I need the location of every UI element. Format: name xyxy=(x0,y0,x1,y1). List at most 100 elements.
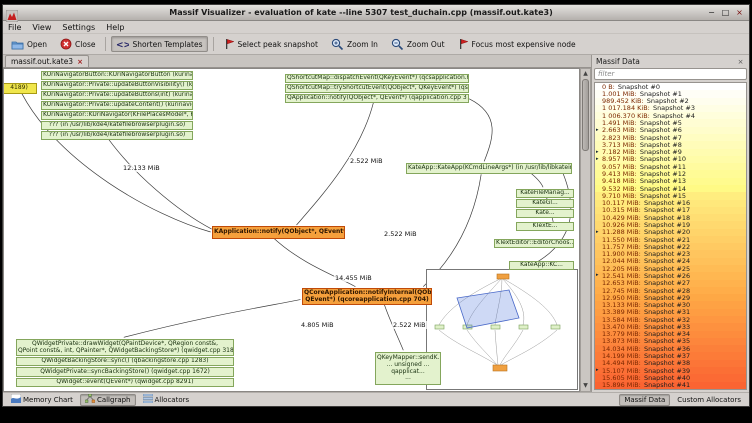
snapshot-item[interactable]: 14.034 MiB: Snapshot #36 xyxy=(595,345,746,353)
expand-arrow-icon[interactable]: ▸ xyxy=(596,367,599,374)
snapshot-item[interactable]: 989.452 KiB: Snapshot #2 xyxy=(595,97,746,105)
snapshot-item[interactable]: 10.926 MiB: Snapshot #19 xyxy=(595,221,746,229)
graph-node[interactable]: QKeyMapper::sendK...... unsigned ...qapp… xyxy=(375,352,441,385)
snapshot-item[interactable]: 1 017.184 KiB: Snapshot #3 xyxy=(595,104,746,113)
snapshot-item[interactable]: 9.413 MiB: Snapshot #12 xyxy=(595,170,746,178)
snapshot-item[interactable]: 1 006.370 KiB: Snapshot #4 xyxy=(595,112,746,120)
titlebar[interactable]: Massif Visualizer - evaluation of kate -… xyxy=(3,5,749,22)
graph-node[interactable]: KateGl... xyxy=(516,199,574,208)
snapshot-item[interactable]: 13.389 MiB: Snapshot #31 xyxy=(595,308,746,316)
snapshot-item[interactable]: 1.001 MiB: Snapshot #1 xyxy=(595,90,746,98)
expand-arrow-icon[interactable]: ▸ xyxy=(596,272,599,279)
close-button[interactable]: × xyxy=(736,7,743,17)
tab-callgraph[interactable]: Callgraph xyxy=(79,393,136,406)
zoom-in-button[interactable]: Zoom In xyxy=(326,35,383,54)
graph-node[interactable]: QWidgetPrivate::syncBackingStore() (qwid… xyxy=(16,367,234,377)
graph-node[interactable]: KTextE... xyxy=(516,222,574,231)
graph-node[interactable]: KUriNavigator::Private::updateButtonVisi… xyxy=(41,81,193,90)
shorten-templates-button[interactable]: <>Shorten Templates xyxy=(111,36,208,52)
snapshot-item[interactable]: 3.713 MiB: Snapshot #8 xyxy=(595,141,746,149)
expand-arrow-icon[interactable]: ▸ xyxy=(596,155,599,162)
scroll-down-icon[interactable]: ▼ xyxy=(583,382,588,389)
graph-node[interactable]: QShortcutMap::tryShortcutEvent(QObject*,… xyxy=(285,84,469,93)
graph-node[interactable]: KUriNavigatorButton::KUriNavigatorButton… xyxy=(41,71,193,80)
snapshot-item[interactable]: 10.117 MiB: Snapshot #16 xyxy=(595,199,746,207)
snapshot-item[interactable]: 15.605 MiB: Snapshot #40 xyxy=(595,374,746,382)
snapshot-item[interactable]: 15.896 MiB: Snapshot #41 xyxy=(595,381,746,389)
tab-memory-chart[interactable]: Memory Chart xyxy=(6,393,78,406)
snapshot-item[interactable]: 12.745 MiB: Snapshot #28 xyxy=(595,286,746,295)
graph-node[interactable]: QApplication::notify(QObject*, QEvent*) … xyxy=(285,94,469,103)
snapshot-item[interactable]: ▸7.182 MiB: Snapshot #9 xyxy=(595,148,746,156)
snapshot-item[interactable]: 12.653 MiB: Snapshot #27 xyxy=(595,279,746,287)
tab-massif-data[interactable]: Massif Data xyxy=(619,393,671,406)
menu-view[interactable]: View xyxy=(32,22,52,32)
expand-arrow-icon[interactable]: ▸ xyxy=(596,148,599,155)
snapshot-item[interactable]: ▸12.541 MiB: Snapshot #26 xyxy=(595,272,746,280)
graph-node[interactable]: KateApp::KC... xyxy=(509,261,574,270)
select-peak-snapshot-button[interactable]: Select peak snapshot xyxy=(219,35,323,53)
tab-allocators[interactable]: Allocators xyxy=(138,393,195,406)
scrollbar-thumb[interactable] xyxy=(582,79,589,151)
graph-node[interactable]: KUriNavigator::Private::updateButtons(in… xyxy=(41,91,193,100)
snapshot-item[interactable]: 13.133 MiB: Snapshot #30 xyxy=(595,301,746,309)
snapshot-item[interactable]: 10.429 MiB: Snapshot #18 xyxy=(595,214,746,222)
snapshot-item[interactable]: 2.823 MiB: Snapshot #7 xyxy=(595,133,746,142)
menu-help[interactable]: Help xyxy=(106,22,125,32)
snapshot-item[interactable]: 11.550 MiB: Snapshot #21 xyxy=(595,235,746,244)
snapshot-item[interactable]: 11.900 MiB: Snapshot #23 xyxy=(595,250,746,258)
snapshot-item[interactable]: 0 B: Snapshot #0 xyxy=(595,83,746,91)
focus-most-expensive-node-button[interactable]: Focus most expensive node xyxy=(453,35,581,53)
close-button[interactable]: Close xyxy=(55,35,100,53)
graph-node[interactable]: KApplication::notify(QObject*, QEvent*) … xyxy=(212,226,345,239)
tab-custom-allocators[interactable]: Custom Allocators xyxy=(672,394,746,406)
graph-node[interactable]: 4189) xyxy=(4,83,37,94)
graph-node[interactable]: Kate... xyxy=(516,209,574,218)
snapshot-item[interactable]: 13.584 MiB: Snapshot #32 xyxy=(595,316,746,324)
snapshot-item[interactable]: 13.470 MiB: Snapshot #33 xyxy=(595,323,746,331)
snapshot-item[interactable]: 14.199 MiB: Snapshot #37 xyxy=(595,352,746,360)
minimize-button[interactable]: − xyxy=(708,7,715,17)
graph-node[interactable]: ??? (in /usr/lib/kde4/katefilebrowserplu… xyxy=(41,131,193,140)
maximize-button[interactable]: □ xyxy=(721,7,730,17)
expand-arrow-icon[interactable]: ▸ xyxy=(596,228,599,235)
graph-node[interactable]: QWidget::event(QEvent*) (qwidget.cpp 829… xyxy=(16,378,234,387)
graph-canvas[interactable]: 4189) KUriNavigatorButton::KUriNavigatorB… xyxy=(3,68,580,392)
dock-close-icon[interactable]: × xyxy=(737,57,744,66)
graph-node[interactable]: KUriNavigator::KUriNavigator(KFilePlaces… xyxy=(41,111,193,120)
graph-node[interactable]: KUriNavigator::Private::updateContent() … xyxy=(41,101,193,110)
menu-settings[interactable]: Settings xyxy=(62,22,96,32)
snapshot-item[interactable]: 13.873 MiB: Snapshot #35 xyxy=(595,337,746,346)
tab-massif-out-kate3[interactable]: massif.out.kate3 × xyxy=(5,55,89,67)
snapshot-item[interactable]: ▸2.663 MiB: Snapshot #6 xyxy=(595,126,746,134)
zoom-out-button[interactable]: Zoom Out xyxy=(386,35,450,54)
filter-input[interactable] xyxy=(594,68,747,80)
graph-node[interactable]: QWidgetBackingStore::sync() (qbackingsto… xyxy=(16,357,234,366)
snapshot-item[interactable]: 10.315 MiB: Snapshot #17 xyxy=(595,206,746,215)
snapshot-item[interactable]: 12.205 MiB: Snapshot #25 xyxy=(595,265,746,273)
vertical-scrollbar[interactable]: ▲ ▼ xyxy=(580,68,591,392)
graph-node[interactable]: QShortcutMap::dispatchEvent(QKeyEvent*) … xyxy=(285,74,469,83)
graph-node[interactable]: KTextEditor::EditorChoos... xyxy=(494,239,574,248)
snapshot-item[interactable]: ▸11.288 MiB: Snapshot #20 xyxy=(595,228,746,236)
snapshot-item[interactable]: 9.710 MiB: Snapshot #15 xyxy=(595,192,746,200)
overview-inset[interactable] xyxy=(426,269,578,390)
expand-arrow-icon[interactable]: ▸ xyxy=(596,126,599,133)
graph-node[interactable]: KateFileManag... xyxy=(516,189,574,198)
snapshot-item[interactable]: 9.532 MiB: Snapshot #14 xyxy=(595,184,746,193)
snapshot-item[interactable]: ▸8.957 MiB: Snapshot #10 xyxy=(595,155,746,164)
snapshot-item[interactable]: 11.757 MiB: Snapshot #22 xyxy=(595,243,746,251)
scroll-up-icon[interactable]: ▲ xyxy=(583,70,588,77)
open-button[interactable]: Open xyxy=(6,36,52,53)
graph-node[interactable]: KateApp::KateApp(KCmdLineArgs*) (in /usr… xyxy=(406,163,572,174)
snapshot-item[interactable]: 1.491 MiB: Snapshot #5 xyxy=(595,119,746,127)
snapshot-item[interactable]: 14.494 MiB: Snapshot #38 xyxy=(595,359,746,367)
snapshot-item[interactable]: 12.950 MiB: Snapshot #29 xyxy=(595,294,746,302)
snapshot-item[interactable]: ▸15.107 MiB: Snapshot #39 xyxy=(595,366,746,375)
snapshot-item[interactable]: 12.044 MiB: Snapshot #24 xyxy=(595,257,746,266)
graph-node[interactable]: QCoreApplication::notifyInternal(QObject… xyxy=(302,288,432,305)
snapshot-item[interactable]: 13.779 MiB: Snapshot #34 xyxy=(595,330,746,338)
tab-close-icon[interactable]: × xyxy=(77,57,83,66)
snapshot-item[interactable]: 9.057 MiB: Snapshot #11 xyxy=(595,163,746,171)
snapshot-item[interactable]: 9.418 MiB: Snapshot #13 xyxy=(595,177,746,185)
